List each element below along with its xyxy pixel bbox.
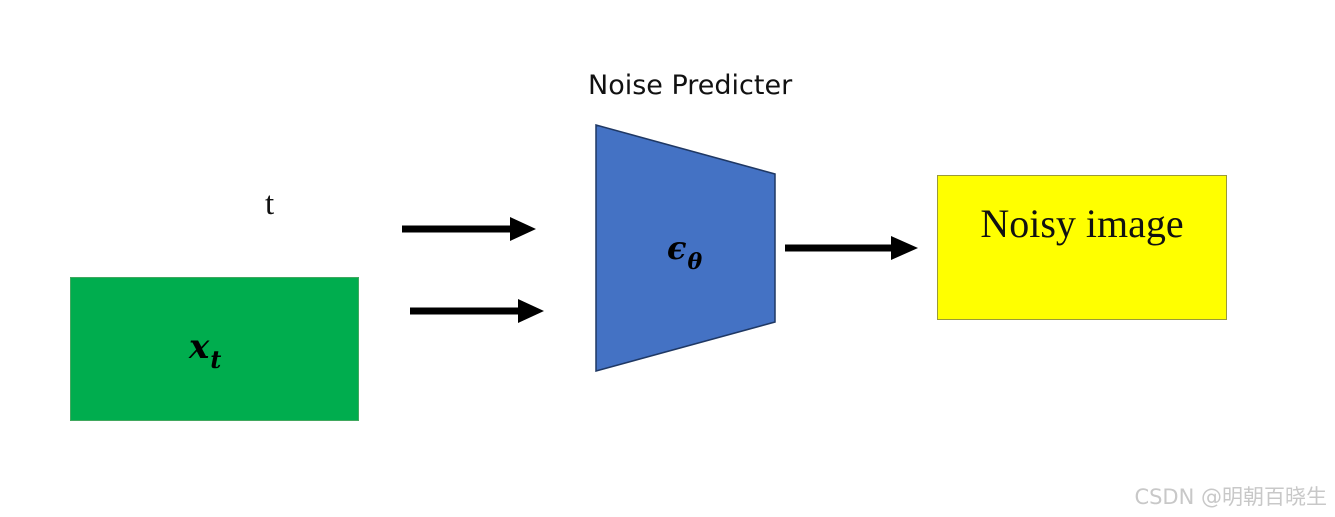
csdn-watermark: CSDN @明朝百晓生 — [1134, 485, 1327, 509]
timestep-label: t — [265, 186, 275, 222]
input-subscript: t — [210, 345, 222, 374]
output-noisy-image-label: Noisy image — [980, 201, 1184, 246]
arrow-xt-to-model — [410, 299, 544, 323]
model-subscript: θ — [687, 249, 703, 275]
model-symbol: ϵ — [667, 229, 687, 267]
noise-predictor-block — [595, 124, 776, 372]
input-symbol: x — [189, 327, 210, 367]
arrow-model-to-output — [785, 236, 918, 260]
model-epsilon-theta-label: ϵθ — [667, 229, 702, 273]
input-xt-block — [70, 277, 359, 421]
noise-predictor-title: Noise Predicter — [588, 70, 793, 101]
output-noisy-image-block — [937, 175, 1227, 320]
arrow-t-to-model — [402, 217, 536, 241]
input-xt-label: xt — [189, 327, 221, 372]
